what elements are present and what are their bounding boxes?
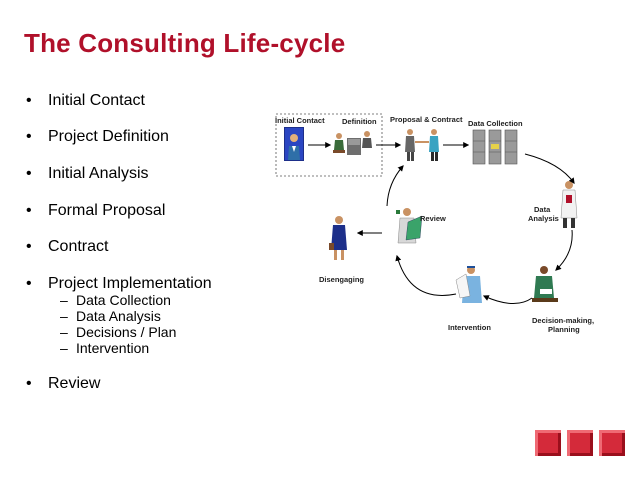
sub-bullet-text: Data Collection <box>76 292 171 308</box>
label-decision-making-line2: Planning <box>548 325 580 334</box>
arrow-decision-to-intervention <box>482 295 533 304</box>
label-decision-making-line1: Decision-making, <box>532 316 594 325</box>
handshake-icon <box>405 129 439 161</box>
sub-bullet-dash: – <box>60 308 68 324</box>
arrow-analysis-to-decision <box>555 229 573 271</box>
bullet-text: Project Definition <box>48 128 169 145</box>
label-proposal-contract: Proposal & Contract <box>390 115 463 124</box>
label-review: Review <box>420 214 446 223</box>
bullet-dot: • <box>26 375 32 392</box>
decorative-square <box>535 430 561 456</box>
decorative-square <box>599 430 625 456</box>
sub-bullet-dash: – <box>60 324 68 340</box>
bullet-dot: • <box>26 202 32 219</box>
definition-meeting-icon <box>333 131 372 155</box>
sub-bullet-dash: – <box>60 292 68 308</box>
label-initial-contact: Initial Contact <box>275 116 325 125</box>
bullet-text: Project Implementation <box>48 275 212 292</box>
label-data-analysis-line1: Data <box>534 205 551 214</box>
bullet-text: Review <box>48 375 101 392</box>
bullet-dot: • <box>26 92 32 109</box>
arrow-intervention-to-review <box>395 254 457 296</box>
label-disengaging: Disengaging <box>319 275 364 284</box>
decorative-square <box>567 430 593 456</box>
review-person-icon <box>396 208 423 244</box>
bullet-text: Formal Proposal <box>48 202 166 219</box>
disengaging-person-icon <box>329 216 347 260</box>
sub-bullet-text: Decisions / Plan <box>76 324 177 340</box>
slide-title: The Consulting Life-cycle <box>24 28 346 58</box>
label-intervention: Intervention <box>448 323 491 332</box>
decision-making-person-icon <box>532 266 558 302</box>
arrow-review-to-proposal <box>386 165 404 207</box>
bullet-text: Initial Contact <box>48 92 145 109</box>
data-analysis-person-icon <box>560 181 578 228</box>
bullet-dot: • <box>26 238 32 255</box>
consulting-lifecycle-diagram: Initial Contact Definition Proposal & Co… <box>275 113 594 334</box>
sub-bullet-dash: – <box>60 340 68 356</box>
bullet-dot: • <box>26 275 32 292</box>
initial-contact-person-icon <box>284 127 304 161</box>
bullet-text: Initial Analysis <box>48 165 149 182</box>
label-data-analysis-line2: Analysis <box>528 214 559 223</box>
sub-bullet-text: Intervention <box>76 340 150 356</box>
label-data-collection: Data Collection <box>468 119 523 128</box>
bullet-dot: • <box>26 165 32 182</box>
filing-cabinets-icon <box>472 129 518 165</box>
label-definition: Definition <box>342 117 377 126</box>
intervention-person-icon <box>455 266 482 303</box>
arrow-collection-to-analysis <box>524 153 575 184</box>
bullet-text: Contract <box>48 238 109 255</box>
sub-bullet-text: Data Analysis <box>76 308 161 324</box>
bullet-dot: • <box>26 128 32 145</box>
